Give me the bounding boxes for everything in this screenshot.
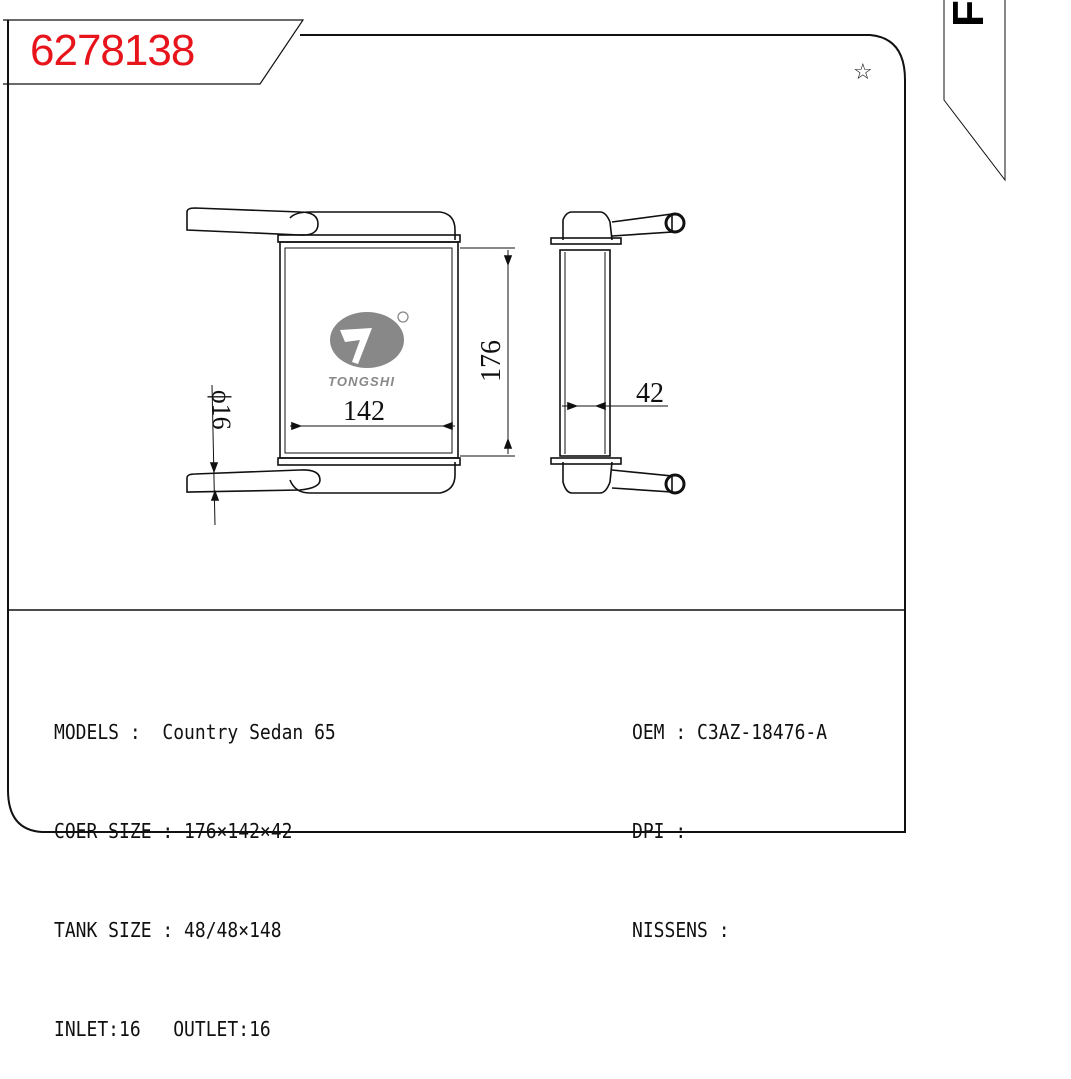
part-label-tab <box>3 19 305 85</box>
tongshi-logo: TONGSHI <box>328 311 409 389</box>
dim-height: 176 <box>476 340 507 382</box>
front-view <box>186 207 515 526</box>
side-tab-letter: F <box>944 0 993 27</box>
outlet-pipe <box>186 469 321 493</box>
specs-left: MODELS : Country Sedan 65 COER SIZE : 17… <box>54 650 336 1079</box>
part-number: 6278138 <box>30 26 195 75</box>
top-tank <box>289 211 456 240</box>
spec-oem: OEM : C3AZ-18476-A <box>632 720 828 744</box>
bottom-tank <box>289 462 456 494</box>
spec-core-size: COER SIZE : 176×142×42 <box>54 819 293 843</box>
technical-drawing: F TONGSHI 176 142 ϕ16 <box>3 0 1006 833</box>
spec-inlet-outlet: INLET:16 OUTLET:16 <box>54 1017 271 1041</box>
core <box>279 241 459 459</box>
top-header <box>277 234 461 243</box>
core-inner <box>284 247 453 454</box>
specs-right: OEM : C3AZ-18476-A DPI : NISSENS : <box>632 650 827 980</box>
dim-pipe: ϕ16 <box>207 390 236 430</box>
brand-logo-text: TONGSHI <box>328 374 394 389</box>
spec-nissens: NISSENS : <box>632 918 730 942</box>
dim-width: 142 <box>343 396 385 427</box>
spec-tank-size: TANK SIZE : 48/48×148 <box>54 918 282 942</box>
side-view <box>550 211 686 495</box>
spec-models: MODELS : Country Sedan 65 <box>54 720 336 744</box>
star-outline-icon[interactable]: ☆ <box>853 60 873 85</box>
dim-depth: 42 <box>636 378 664 409</box>
spec-dpi: DPI : <box>632 819 687 843</box>
sheet-frame <box>7 20 906 833</box>
bottom-header <box>277 457 461 466</box>
side-tab <box>943 0 1006 182</box>
inlet-pipe <box>186 207 319 236</box>
